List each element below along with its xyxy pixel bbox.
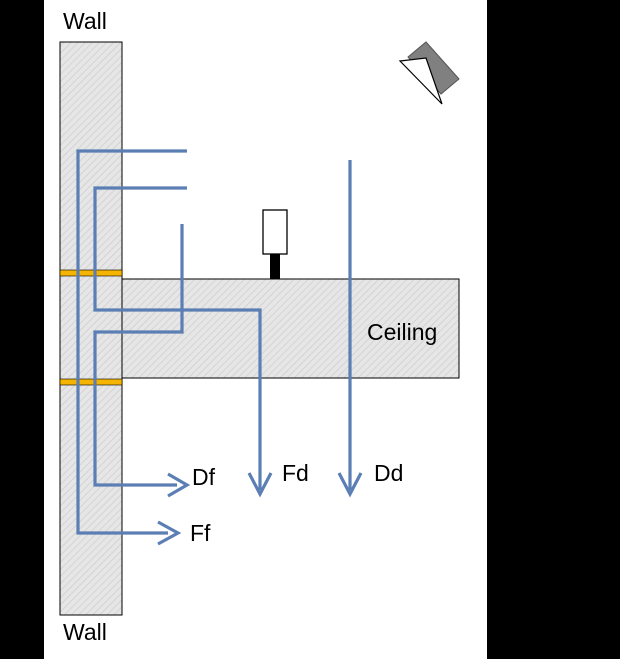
wall-label-top: Wall bbox=[63, 8, 107, 34]
loudspeaker-icon bbox=[398, 41, 460, 105]
path-label-fd: Fd bbox=[282, 460, 309, 486]
arrowhead-df bbox=[167, 472, 191, 498]
junction-layer-upper bbox=[59, 269, 123, 277]
arrowhead-dd bbox=[337, 472, 363, 498]
path-label-ff: Ff bbox=[190, 520, 211, 546]
path-ff bbox=[76, 149, 187, 535]
path-label-df: Df bbox=[192, 464, 216, 490]
ceiling-label: Ceiling bbox=[367, 319, 437, 345]
arrowhead-fd bbox=[247, 472, 273, 498]
junction-layer-lower bbox=[59, 378, 123, 386]
wall bbox=[59, 41, 123, 616]
wall-label-bottom: Wall bbox=[63, 619, 107, 645]
transmission-paths bbox=[76, 149, 363, 546]
path-df bbox=[93, 224, 184, 487]
microphone-icon bbox=[262, 209, 288, 279]
path-label-dd: Dd bbox=[374, 460, 403, 486]
path-fd bbox=[93, 186, 262, 490]
arrowhead-ff bbox=[157, 520, 182, 546]
ceiling-slab bbox=[121, 278, 460, 379]
